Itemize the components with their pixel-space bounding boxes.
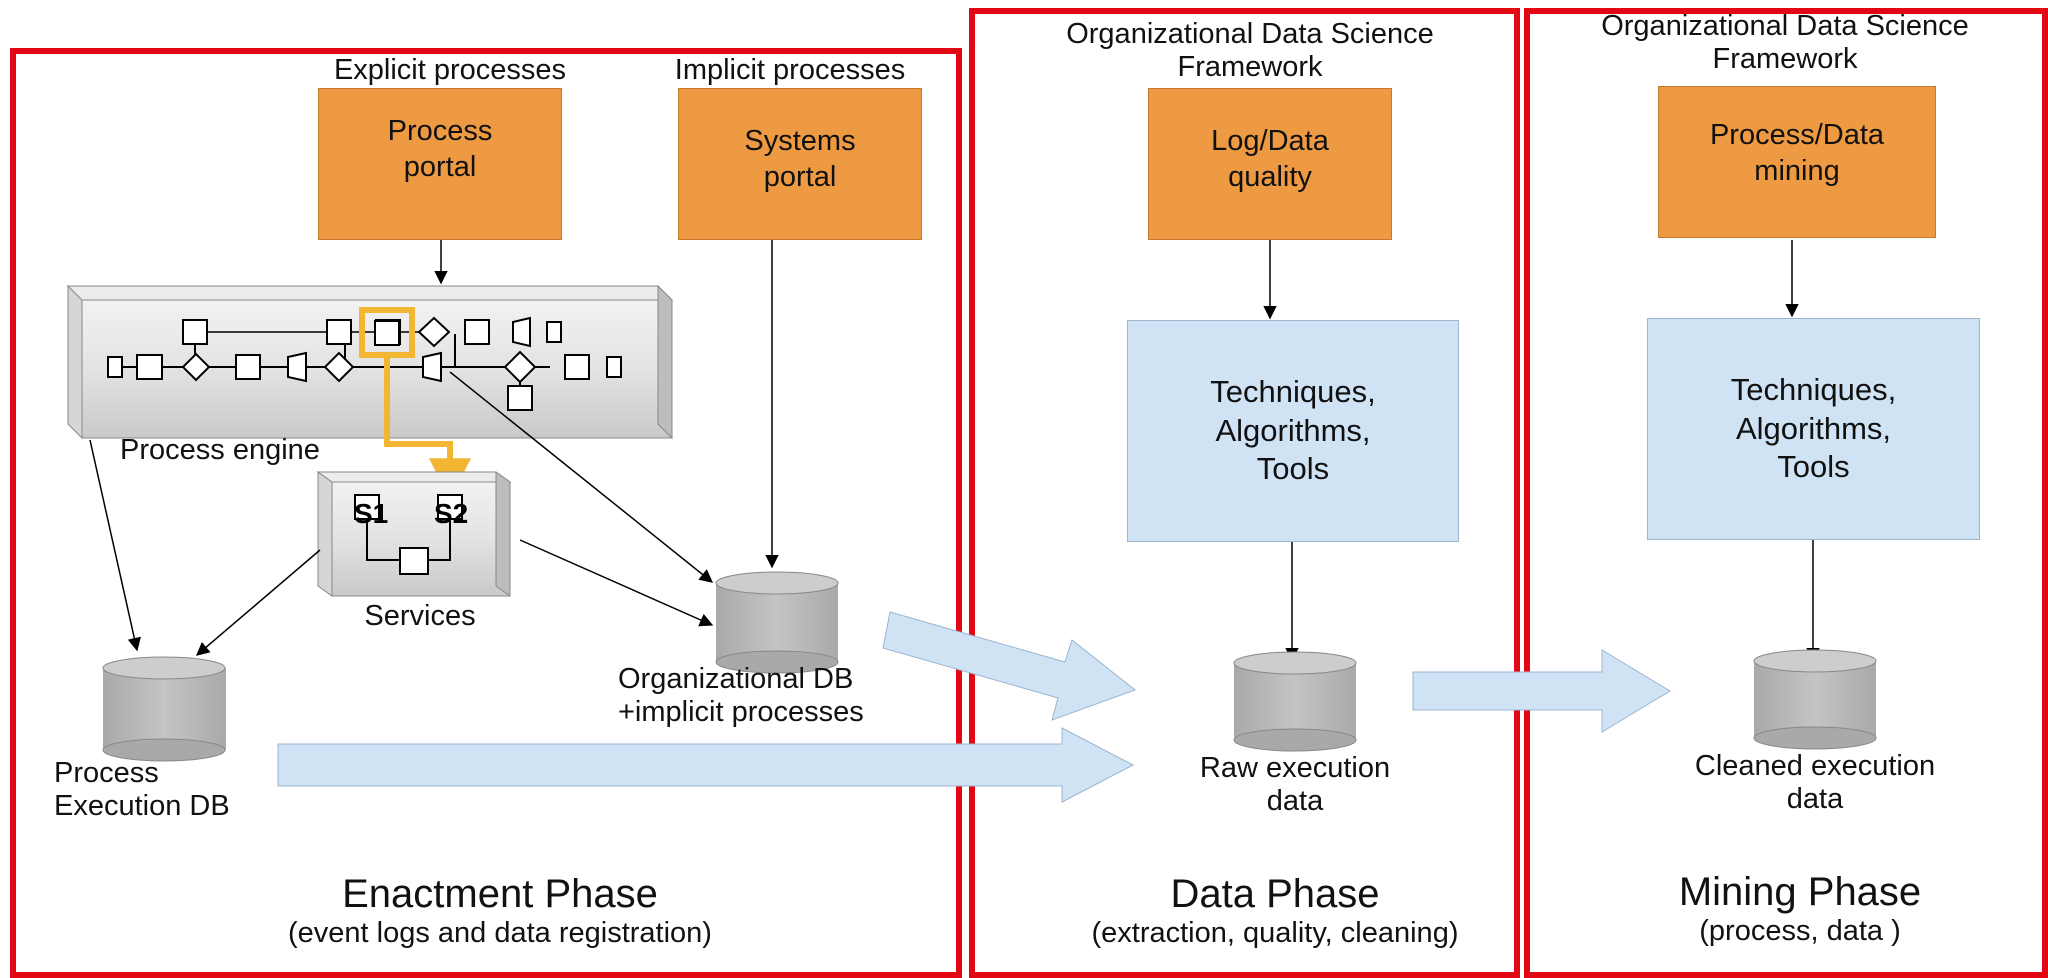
process-engine-bar bbox=[66, 284, 674, 440]
enactment-phase-caption: Enactment Phase (event logs and data reg… bbox=[200, 872, 800, 951]
process-db-label: Process Execution DB bbox=[54, 757, 230, 823]
data-framework-label: Organizational Data Science Framework bbox=[1066, 18, 1434, 84]
mining-framework-label: Organizational Data Science Framework bbox=[1601, 10, 1969, 76]
services-box bbox=[316, 471, 512, 597]
arrow-services-to-orgdb bbox=[519, 539, 714, 627]
data-phase-title: Data Phase bbox=[1170, 872, 1380, 916]
mining-techniques-box: Techniques, Algorithms, Tools bbox=[1647, 318, 1980, 540]
enactment-phase-title: Enactment Phase bbox=[342, 872, 658, 916]
data-phase-caption: Data Phase (extraction, quality, cleanin… bbox=[1040, 872, 1510, 951]
org-db-cylinder bbox=[715, 571, 839, 674]
data-techniques-box: Techniques, Algorithms, Tools bbox=[1127, 320, 1459, 542]
raw-db-cylinder bbox=[1233, 651, 1357, 752]
cleaned-execution-data-label: Cleaned execution data bbox=[1694, 750, 1936, 816]
flow-arrow-orgdb-to-raw bbox=[882, 611, 1137, 721]
flow-arrow-processdb-to-raw bbox=[277, 727, 1135, 803]
arrow-engine-to-orgdb bbox=[449, 371, 714, 583]
mining-phase-caption: Mining Phase (process, data ) bbox=[1590, 870, 2010, 949]
arrow-services-to-processdb bbox=[195, 549, 321, 656]
service-s2: S2 bbox=[434, 498, 468, 529]
mining-phase-subtitle: (process, data ) bbox=[1699, 915, 1901, 947]
process-db-cylinder bbox=[102, 656, 226, 762]
cleaned-db-cylinder bbox=[1753, 649, 1877, 750]
implicit-processes-label: Implicit processes bbox=[674, 54, 906, 86]
systems-portal-box: Systems portal bbox=[678, 88, 922, 240]
process-portal-box: Process portal bbox=[318, 88, 562, 240]
data-phase-subtitle: (extraction, quality, cleaning) bbox=[1091, 917, 1459, 949]
flow-arrow-raw-to-cleaned bbox=[1412, 649, 1671, 733]
service-s1: S1 bbox=[354, 498, 388, 529]
process-data-mining-box: Process/Data mining bbox=[1658, 86, 1936, 238]
services-model bbox=[354, 494, 463, 575]
arrow-engine-to-processdb bbox=[89, 439, 141, 652]
highlight-connector bbox=[384, 355, 471, 501]
explicit-processes-label: Explicit processes bbox=[333, 54, 567, 86]
log-data-quality-box: Log/Data quality bbox=[1148, 88, 1392, 240]
process-engine-label: Process engine bbox=[120, 434, 320, 466]
services-label: Services bbox=[364, 600, 476, 632]
raw-execution-data-label: Raw execution data bbox=[1199, 752, 1391, 818]
enactment-phase-subtitle: (event logs and data registration) bbox=[288, 917, 712, 949]
org-db-label: Organizational DB +implicit processes bbox=[618, 663, 864, 729]
mining-phase-title: Mining Phase bbox=[1678, 870, 1922, 914]
